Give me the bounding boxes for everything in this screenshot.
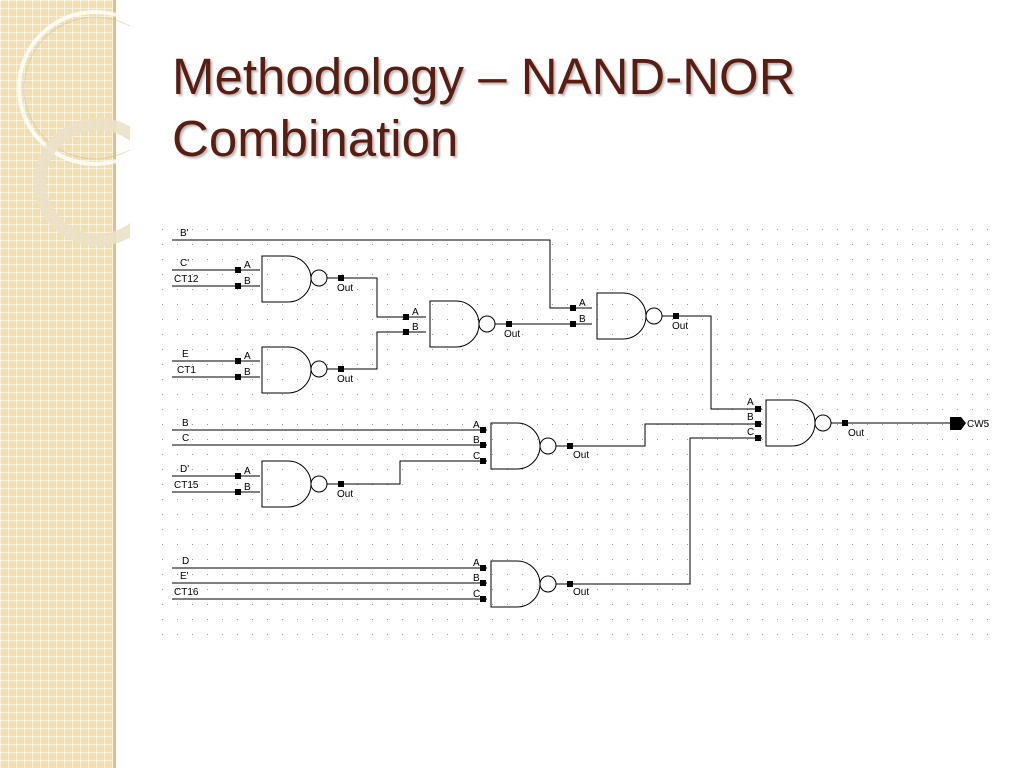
ring-large-inner	[23, 16, 130, 160]
input-pin-marker	[403, 329, 409, 335]
input-pin-marker	[755, 421, 761, 427]
pin-label-out: Out	[573, 587, 589, 598]
pin-label-a: A	[244, 351, 251, 362]
output-pin-marker	[567, 443, 573, 449]
title-line-1: Methodology – NAND-NOR	[172, 48, 796, 105]
decorative-rings	[17, 10, 130, 246]
inversion-bubble	[310, 269, 328, 287]
input-label-ct15: CT15	[174, 480, 199, 491]
logic-schematic: B' C' CT12 E CT1 B C D' CT15 D E' CT16 C…	[155, 222, 995, 637]
side-panel-edge	[113, 0, 116, 768]
input-label-d-prime: D'	[180, 464, 189, 475]
ring-large	[17, 10, 130, 166]
input-label-ct12: CT12	[174, 274, 199, 285]
input-label-e: E	[182, 349, 189, 360]
output-pin-marker	[567, 581, 573, 587]
input-label-c: C	[182, 433, 189, 444]
pin-label-a: A	[244, 260, 251, 271]
pin-label-out: Out	[337, 489, 353, 500]
input-pin-marker	[235, 473, 241, 479]
input-pin-marker	[235, 374, 241, 380]
pin-label-a: A	[244, 466, 251, 477]
pin-markers	[235, 267, 848, 602]
input-pin-marker	[480, 565, 486, 571]
input-pin-marker	[235, 489, 241, 495]
input-label-ct1: CT1	[177, 365, 196, 376]
pin-label-c: C	[473, 451, 480, 462]
inversion-bubble	[310, 360, 328, 378]
input-label-c-prime: C'	[180, 258, 189, 269]
output-pin-marker	[338, 275, 344, 281]
pin-label-out: Out	[504, 329, 520, 340]
pin-label-b: B	[473, 573, 480, 584]
slide-title: Methodology – NAND-NOR Combination	[172, 46, 972, 170]
pin-label-a: A	[412, 307, 419, 318]
input-pin-marker	[480, 442, 486, 448]
input-label-b: B	[182, 418, 189, 429]
input-pin-marker	[235, 283, 241, 289]
input-pin-marker	[235, 358, 241, 364]
output-pin-marker	[842, 420, 848, 426]
input-pin-marker	[755, 406, 761, 412]
pin-label-b: B	[244, 276, 251, 287]
ring-small	[34, 118, 130, 246]
pin-label-a: A	[473, 420, 480, 431]
output-pin-marker	[673, 313, 679, 319]
input-label-e-prime: E'	[180, 571, 189, 582]
pin-label-b: B	[747, 412, 754, 423]
input-pin-marker	[570, 321, 576, 327]
pin-label-a: A	[747, 397, 754, 408]
input-pin-marker	[235, 267, 241, 273]
input-pin-marker	[403, 314, 409, 320]
pin-label-b: B	[244, 367, 251, 378]
input-pin-marker	[480, 596, 486, 602]
output-label-cw5: CW5	[967, 419, 990, 430]
input-label-ct16: CT16	[174, 587, 199, 598]
input-pin-marker	[480, 427, 486, 433]
pin-label-out: Out	[848, 428, 864, 439]
inversion-bubble	[478, 315, 496, 333]
input-label-d: D	[182, 556, 189, 567]
pin-label-c: C	[473, 589, 480, 600]
pin-label-a: A	[473, 558, 480, 569]
inversion-bubble	[814, 414, 832, 432]
inversion-bubble	[539, 575, 557, 593]
pin-label-out: Out	[672, 321, 688, 332]
input-pin-marker	[570, 305, 576, 311]
output-terminal	[950, 417, 966, 430]
pin-label-c: C	[747, 427, 754, 438]
nand-gate-2	[261, 346, 312, 394]
inversion-bubble	[310, 475, 328, 493]
pin-label-a: A	[579, 298, 586, 309]
pin-label-out: Out	[337, 283, 353, 294]
output-pin-marker	[506, 321, 512, 327]
pin-label-out: Out	[573, 450, 589, 461]
pin-label-b: B	[579, 314, 586, 325]
pin-label-out: Out	[337, 374, 353, 385]
input-pin-marker	[755, 435, 761, 441]
pin-label-b: B	[412, 322, 419, 333]
title-line-2: Combination	[172, 110, 459, 167]
gates	[261, 255, 832, 608]
pin-label-b: B	[473, 435, 480, 446]
inversion-bubble	[645, 307, 663, 325]
nand-gate-1	[261, 255, 312, 303]
pin-label-b: B	[244, 482, 251, 493]
input-pin-marker	[480, 458, 486, 464]
input-pin-marker	[480, 580, 486, 586]
inversion-bubble	[539, 437, 557, 455]
output-pin-marker	[338, 366, 344, 372]
input-label-b-prime: B'	[180, 228, 189, 239]
output-pin-marker	[338, 481, 344, 487]
